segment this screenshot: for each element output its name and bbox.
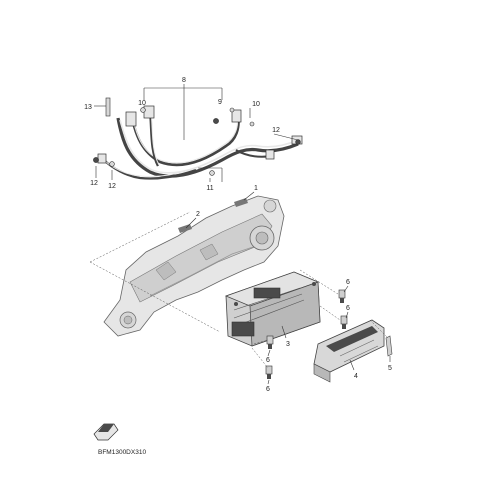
- harness-clamps: [93, 97, 301, 176]
- callout-6-c: 6: [266, 357, 270, 364]
- callout-10-bottom: 11: [206, 185, 213, 192]
- wire-harness: [97, 105, 303, 180]
- bolts-6: [265, 289, 348, 379]
- callout-11: 12: [272, 127, 280, 134]
- callout-2: 2: [196, 211, 200, 218]
- callout-6-d: 6: [266, 386, 270, 393]
- callout-9: 10: [138, 100, 146, 107]
- frame: [103, 195, 285, 337]
- cover: [313, 319, 385, 383]
- drawing-code: BFM1300DX310: [98, 449, 146, 456]
- part-5: [385, 335, 393, 357]
- callout-6-b: 6: [346, 305, 350, 312]
- callout-13: 13: [84, 104, 92, 111]
- callout-1: 1: [254, 185, 258, 192]
- callout-10-top: 10: [252, 101, 260, 108]
- callout-numbers: 8 10 9 13 10 12 12 12 11 1 2 6 6 3 6 5 4…: [84, 77, 392, 393]
- callout-12-left: 12: [90, 180, 98, 187]
- battery-controller: [225, 271, 321, 347]
- callout-5: 5: [388, 365, 392, 372]
- leader-lines: [89, 84, 391, 385]
- callout-8: 9: [218, 99, 222, 106]
- callout-3: 3: [286, 341, 290, 348]
- callout-6-a: 6: [346, 279, 350, 286]
- callout-7: 8: [182, 77, 186, 84]
- label-plate: [234, 198, 248, 207]
- callout-4: 4: [354, 373, 358, 380]
- drawing-code-badge: BFM1300DX310: [93, 423, 146, 456]
- label-2: [178, 224, 192, 233]
- callout-12-right: 12: [108, 183, 116, 190]
